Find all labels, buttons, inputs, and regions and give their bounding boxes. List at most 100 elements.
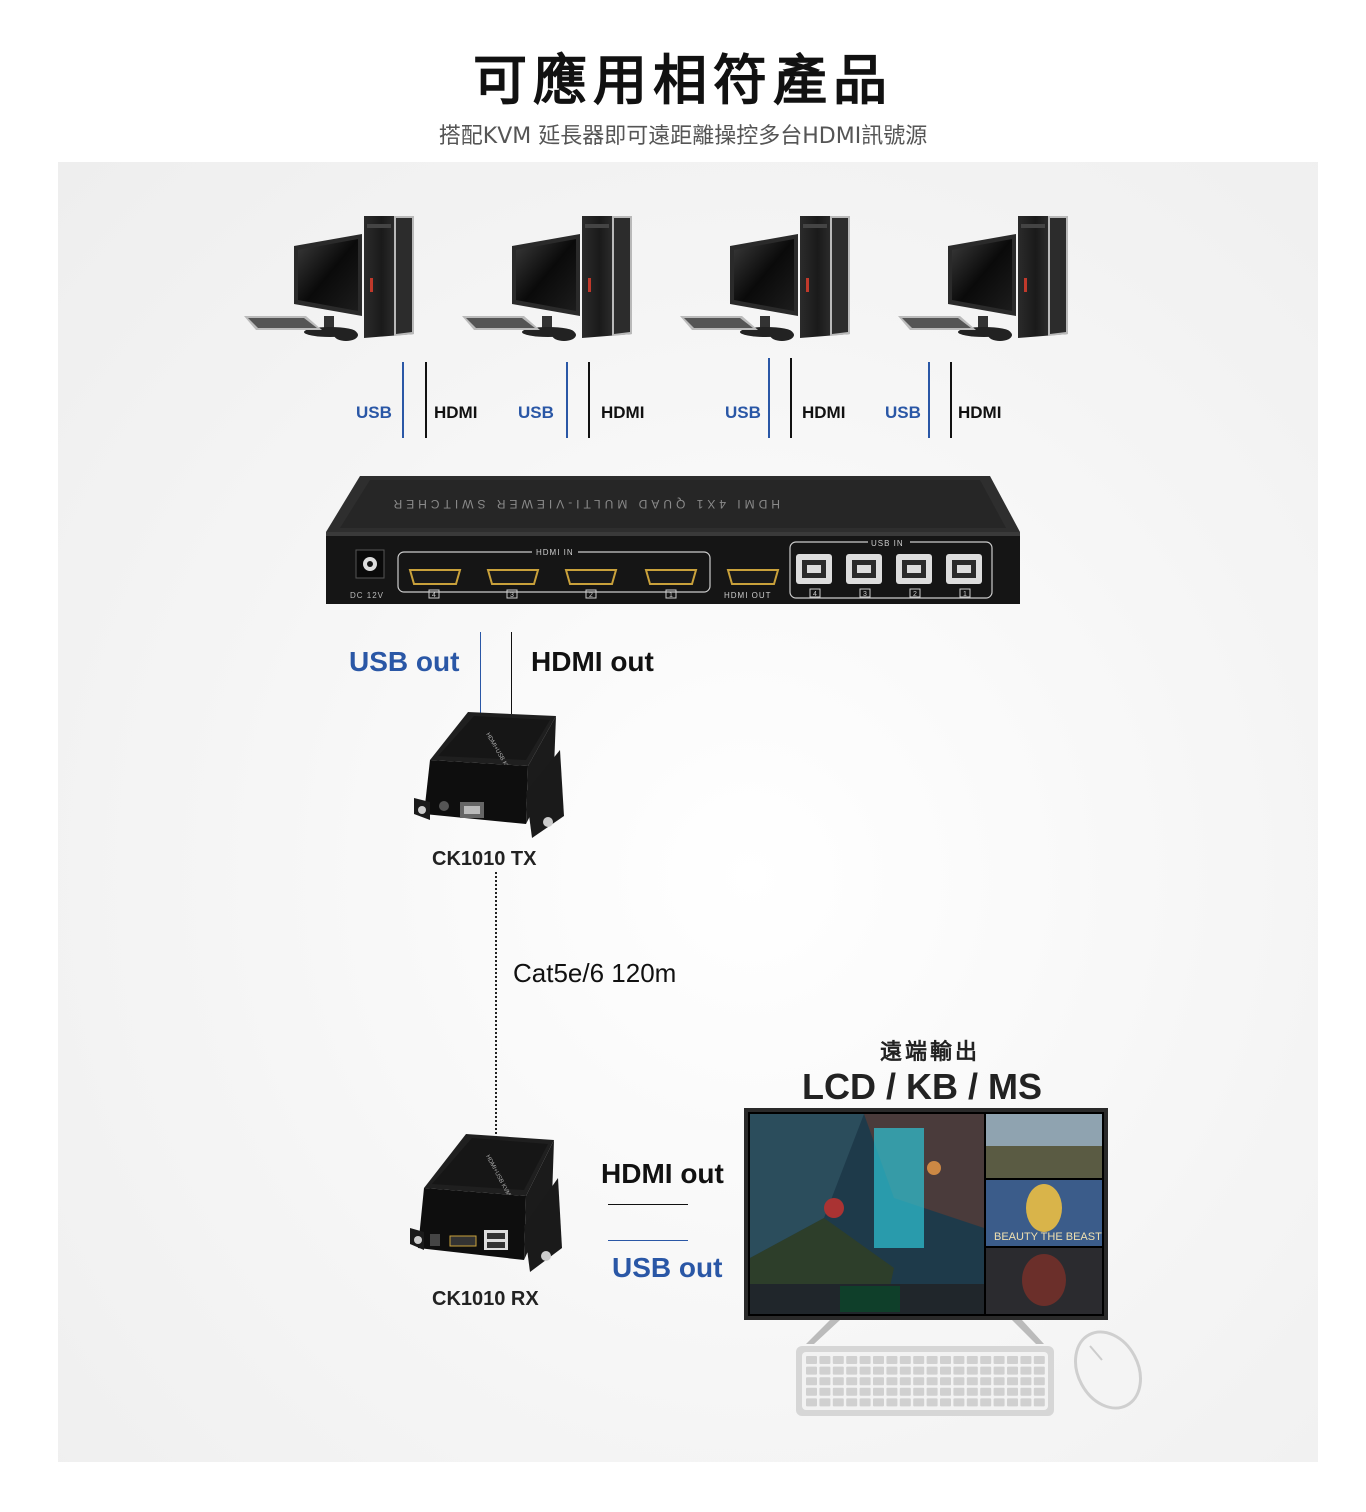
keyboard-key: [886, 1377, 898, 1386]
keyboard-key: [926, 1398, 938, 1407]
rx-caption: CK1010 RX: [432, 1288, 539, 1310]
tx-caption: CK1010 TX: [432, 848, 537, 870]
pc1-usb-label: USB: [356, 403, 392, 422]
pc1-hdmi-label: HDMI: [434, 403, 478, 422]
cable-label: Cat5e/6 120m: [513, 958, 677, 988]
hdmi-port-num-2: 2: [589, 592, 593, 599]
keyboard-key: [873, 1356, 884, 1364]
poster-text: BEAUTY THE BEAST: [994, 1231, 1102, 1243]
keyboard-key: [859, 1398, 871, 1407]
keyboard-key: [846, 1377, 858, 1386]
keyboard-key: [1020, 1356, 1032, 1364]
keyboard-key: [980, 1377, 992, 1386]
hdmi-in-port-2: [564, 569, 618, 585]
multiviewer-top-text: HDMI 4X1 QUAD MULTI-VIEWER SWITCHER: [390, 497, 780, 511]
switcher-hdmi-out-label: HDMI out: [531, 646, 654, 677]
rx-extender-device: HDMI+USB KVM EXTENDER: [410, 1134, 562, 1272]
pc2-hdmi-label: HDMI: [601, 403, 645, 422]
keyboard-key: [1033, 1356, 1045, 1364]
keyboard-key: [940, 1387, 951, 1396]
keyboard-key: [953, 1356, 965, 1364]
keyboard-key: [806, 1356, 817, 1364]
pc2-usb-label: USB: [518, 403, 554, 422]
power-label: DC 12V: [350, 591, 384, 600]
keyboard-key: [873, 1366, 884, 1375]
rx-hdmi-out-label: HDMI out: [601, 1158, 724, 1189]
hdmi-cable-2: [588, 362, 590, 438]
keyboard-key: [819, 1366, 831, 1375]
usb-port-num-1: 1: [963, 591, 967, 598]
hdmi-port-num-3: 3: [510, 592, 514, 599]
hdmi-in-port-4: [408, 569, 462, 585]
hdmi-in-label: HDMI IN: [536, 548, 574, 557]
keyboard-key: [806, 1387, 817, 1396]
usb-cable-1: [402, 362, 404, 438]
pc3-hdmi-label: HDMI: [802, 403, 846, 422]
pc4-usb-label: USB: [885, 403, 921, 422]
keyboard-key: [926, 1387, 938, 1396]
computer-2-icon: [462, 216, 632, 341]
keyboard-key: [980, 1356, 992, 1364]
keyboard-key: [899, 1398, 911, 1407]
keyboard-key: [1007, 1377, 1018, 1386]
keyboard-key: [859, 1366, 871, 1375]
keyboard-key: [993, 1377, 1005, 1386]
keyboard-key: [832, 1377, 844, 1386]
keyboard-key: [953, 1366, 965, 1375]
hdmi-cable-1: [425, 362, 427, 438]
remote-subheading: LCD / KB / MS: [802, 1066, 1042, 1107]
keyboard-key: [1033, 1377, 1045, 1386]
usb-port-num-4: 4: [813, 591, 817, 598]
keyboard-key: [832, 1366, 844, 1375]
lcd-monitor: BEAUTY THE BEAST: [744, 1108, 1142, 1416]
cat-cable-line: [495, 872, 497, 1142]
tx-extender-device: HDMI+USB KVM EXTENDER: [414, 712, 564, 838]
keyboard-key: [966, 1356, 978, 1364]
keyboard-key: [806, 1398, 817, 1407]
keyboard-key: [993, 1398, 1005, 1407]
keyboard-key: [832, 1387, 844, 1396]
usb-cable-3: [768, 358, 770, 438]
keyboard-key: [832, 1356, 844, 1364]
hdmi-in-port-3: [486, 569, 540, 585]
keyboard-key: [1007, 1366, 1018, 1375]
keyboard-key: [940, 1366, 951, 1375]
keyboard-key: [873, 1398, 884, 1407]
keyboard-key: [846, 1366, 858, 1375]
keyboard-key: [980, 1387, 992, 1396]
keyboard-key: [899, 1387, 911, 1396]
keyboard-key: [886, 1366, 898, 1375]
remote-heading: 遠端輸出: [880, 1040, 981, 1065]
keyboard-key: [819, 1398, 831, 1407]
keyboard-key: [913, 1387, 925, 1396]
keyboard-key: [993, 1366, 1005, 1375]
keyboard-key: [926, 1366, 938, 1375]
hdmi-out-port: [726, 569, 780, 585]
keyboard-key: [1020, 1377, 1032, 1386]
keyboard-key: [1033, 1398, 1045, 1407]
usb-port-num-3: 3: [863, 591, 867, 598]
keyboard-key: [940, 1356, 951, 1364]
computer-1-icon: [244, 216, 414, 341]
hdmi-port-num-4: 4: [432, 592, 436, 599]
keyboard-key: [1020, 1366, 1032, 1375]
usb-port-num-2: 2: [913, 591, 917, 598]
keyboard-key: [1007, 1356, 1018, 1364]
keyboard-key: [966, 1377, 978, 1386]
hdmi-in-port-1: [644, 569, 698, 585]
keyboard-key: [913, 1398, 925, 1407]
keyboard-key: [806, 1377, 817, 1386]
multiviewer-device: HDMI 4X1 QUAD MULTI-VIEWER SWITCHER DC 1…: [326, 476, 1020, 604]
keyboard-key: [993, 1356, 1005, 1364]
usb-in-label: USB IN: [871, 539, 904, 548]
keyboard-key: [1033, 1387, 1045, 1396]
keyboard-key: [859, 1377, 871, 1386]
keyboard-key: [953, 1398, 965, 1407]
keyboard-key: [846, 1398, 858, 1407]
pc-row: [244, 216, 1068, 341]
usb-cable-2: [566, 362, 568, 438]
usb-cable-4: [928, 362, 930, 438]
keyboard-key: [846, 1356, 858, 1364]
keyboard-key: [913, 1356, 925, 1364]
keyboard-key: [873, 1377, 884, 1386]
